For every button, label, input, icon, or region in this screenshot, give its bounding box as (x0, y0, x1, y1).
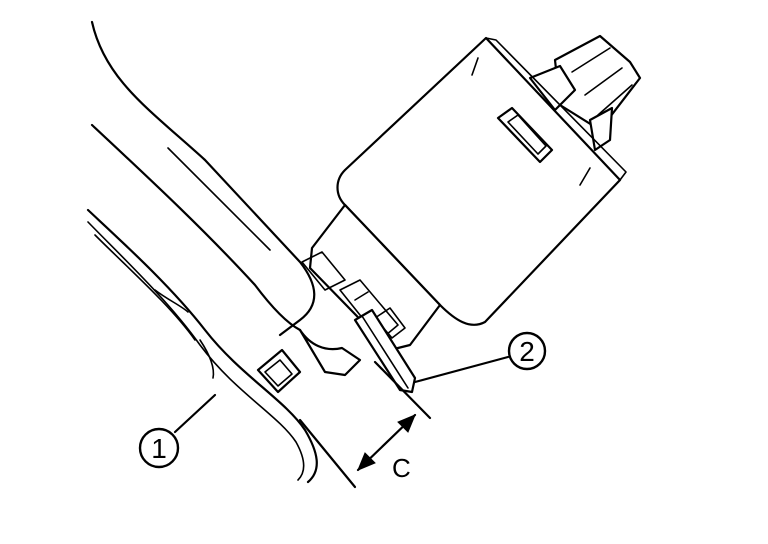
stop-lamp-switch (301, 34, 642, 394)
callout-2-label: 2 (519, 336, 535, 367)
stopper-bolt (256, 328, 362, 394)
callout-2: 2 (413, 331, 547, 384)
callout-1-label: 1 (151, 433, 167, 464)
callout-1: 1 (138, 393, 217, 469)
pedal-arm (86, 20, 318, 484)
dimension-c: C (298, 360, 432, 489)
dimension-label: C (392, 453, 411, 483)
